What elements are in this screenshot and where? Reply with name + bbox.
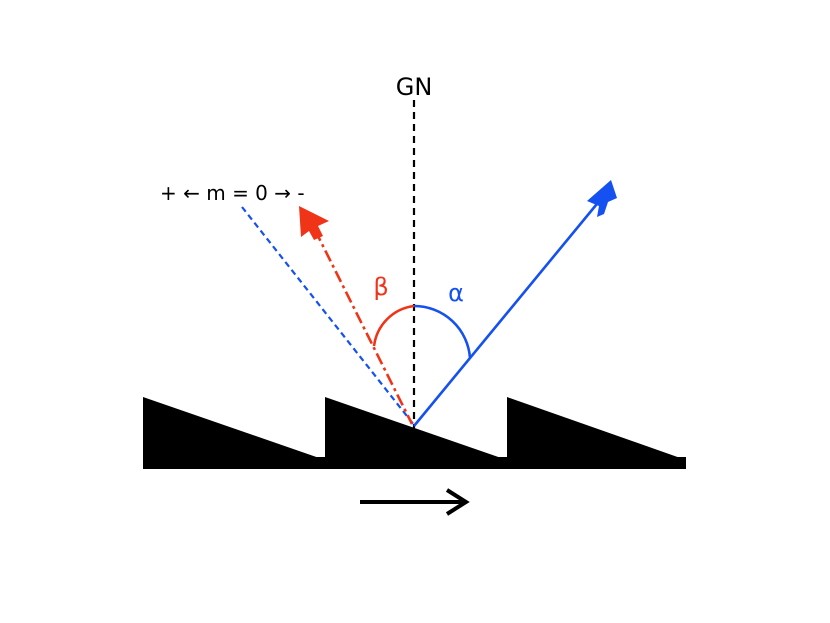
- grating-substrate: [143, 457, 686, 469]
- alpha-label: α: [448, 279, 464, 307]
- grating-tooth: [507, 397, 686, 460]
- incident-beam-arrowhead-icon: [587, 180, 617, 217]
- grating-normal-label: GN: [396, 73, 433, 101]
- diffracted-beam: [313, 229, 414, 425]
- incident-beam: [412, 198, 603, 427]
- motion-right-arrow-icon: [360, 488, 470, 516]
- blazed-grating: [143, 397, 686, 469]
- grating-tooth: [325, 397, 507, 460]
- beta-angle-arc: [372, 304, 415, 347]
- diffraction-order-annotation: + ← m = 0 → -: [160, 181, 305, 205]
- alpha-angle-arc: [413, 304, 472, 359]
- grating-tooth: [143, 397, 325, 460]
- zero-order-line: [241, 206, 415, 426]
- beta-label: β: [373, 273, 388, 301]
- diffracted-beam-arrowhead-icon: [299, 206, 329, 240]
